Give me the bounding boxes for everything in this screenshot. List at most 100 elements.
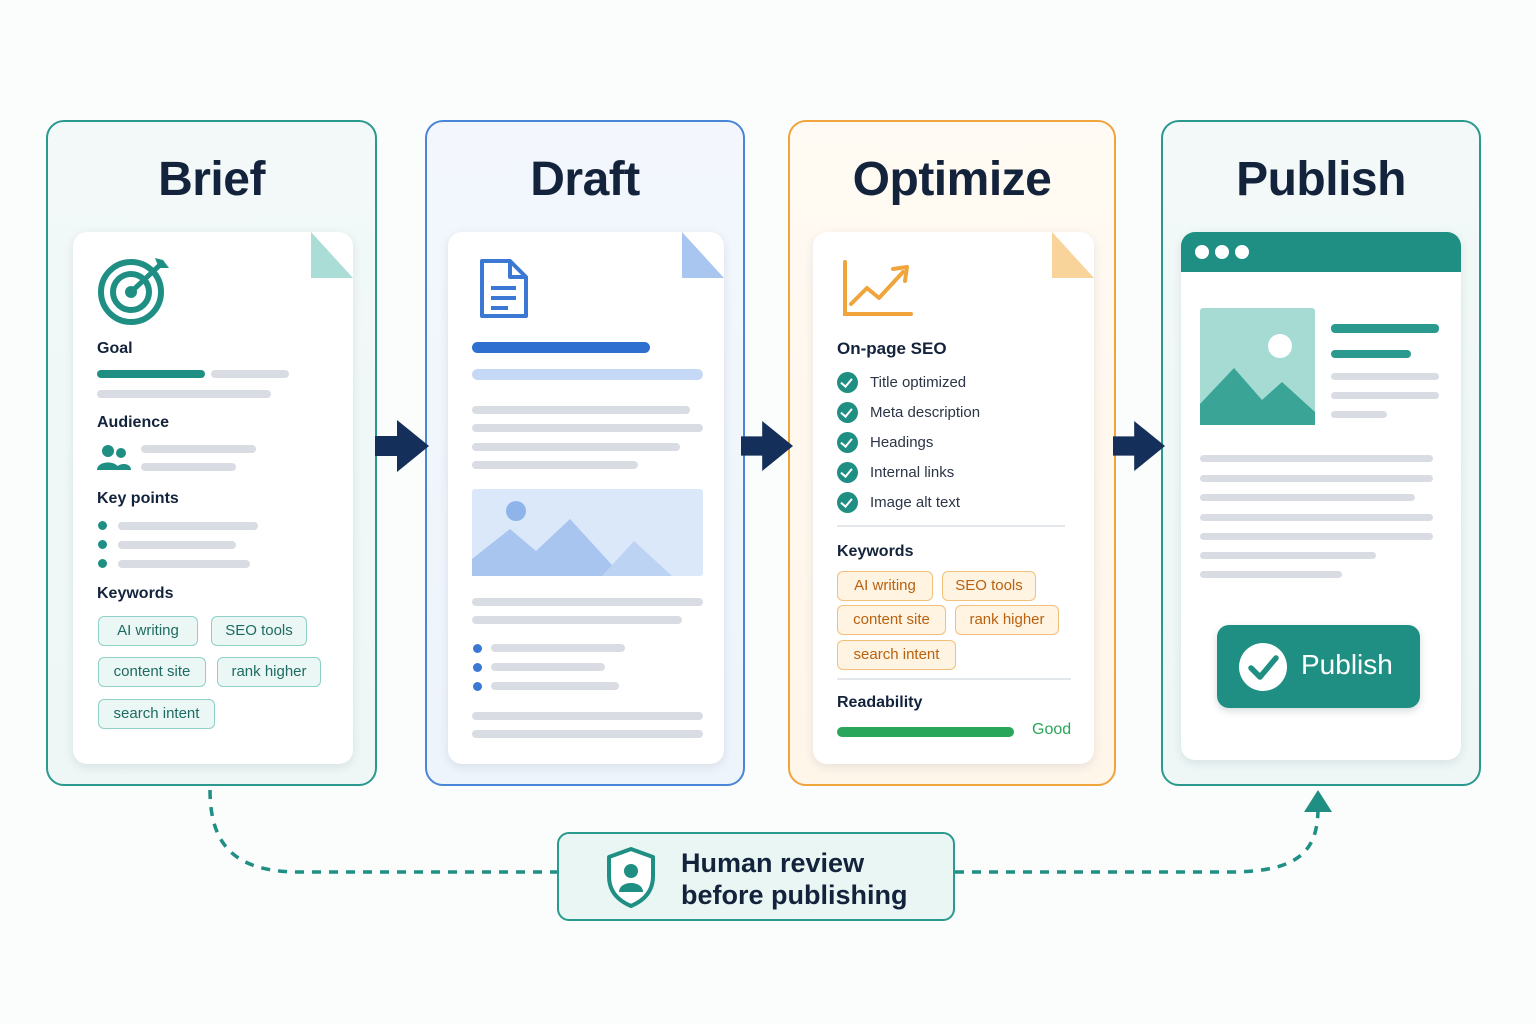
placeholder-line (472, 730, 703, 738)
placeholder-line (97, 390, 271, 398)
checklist-item: Internal links (837, 461, 954, 483)
placeholder-line (1331, 392, 1439, 399)
readability-value: Good (1032, 721, 1072, 738)
keyword-chip: content site (98, 657, 206, 687)
image-icon (472, 489, 703, 576)
placeholder-line (1331, 373, 1439, 380)
optimize-stage: Optimize On-page SEO Title optimized Met… (788, 120, 1116, 786)
placeholder-line (1200, 494, 1415, 501)
placeholder-line (211, 370, 289, 378)
checklist-item: Image alt text (837, 491, 960, 513)
goal-label: Goal (97, 340, 133, 357)
placeholder-line (118, 560, 250, 568)
checklist-text: Image alt text (870, 493, 961, 511)
placeholder-line (1200, 571, 1342, 578)
heading-bar (1331, 324, 1439, 333)
bullet (473, 663, 482, 672)
keyword-chip: search intent (837, 640, 956, 670)
publish-button[interactable]: Publish (1217, 625, 1420, 708)
placeholder-line (472, 406, 690, 414)
browser-window: Publish (1181, 232, 1461, 760)
placeholder-line (141, 445, 256, 453)
placeholder-line (472, 616, 682, 624)
placeholder-line (491, 682, 619, 690)
window-dot (1235, 245, 1249, 259)
checklist-item: Meta description (837, 401, 980, 423)
window-dot (1215, 245, 1229, 259)
check-icon (837, 461, 858, 483)
goal-progress (97, 370, 205, 378)
check-icon (837, 371, 858, 393)
checklist-text: Internal links (870, 463, 955, 481)
bullet (98, 540, 107, 549)
brief-document: Goal Audience Key points Keywords AI wri… (73, 232, 353, 764)
checklist-text: Title optimized (870, 373, 967, 391)
readability-track (837, 727, 1014, 737)
subheading-bar (472, 369, 703, 380)
users-icon (97, 445, 131, 470)
checklist-item: Title optimized (837, 371, 966, 393)
placeholder-line (472, 443, 680, 451)
keyword-chip: SEO tools (211, 616, 307, 646)
page-fold (1052, 232, 1094, 278)
keywords-label: Keywords (837, 543, 914, 560)
page-fold (682, 232, 724, 278)
publish-stage: Publish Publish (1161, 120, 1481, 786)
bullet (473, 644, 482, 653)
checklist-text: Meta description (870, 403, 981, 421)
audience-label: Audience (97, 414, 170, 431)
placeholder-line (472, 598, 703, 606)
keyword-chip: rank higher (217, 657, 321, 687)
placeholder-line (1200, 455, 1433, 462)
shield-user-icon (607, 847, 655, 908)
placeholder-line (491, 644, 625, 652)
bullet (473, 682, 482, 691)
draft-title: Draft (530, 153, 640, 206)
placeholder-line (141, 463, 236, 471)
placeholder-line (1200, 533, 1433, 540)
seo-label: On-page SEO (837, 339, 947, 358)
draft-document (448, 232, 724, 764)
divider (837, 678, 1071, 680)
placeholder-line (118, 522, 258, 530)
keyword-chip: content site (837, 605, 946, 635)
checklist-text: Headings (870, 433, 934, 451)
publish-title: Publish (1236, 153, 1406, 206)
browser-titlebar (1181, 232, 1461, 272)
keyword-chip: AI writing (837, 571, 933, 601)
human-review-box: Human review before publishing (557, 832, 955, 921)
check-icon (837, 431, 858, 453)
optimize-title: Optimize (852, 153, 1052, 206)
arrow-right-icon (1113, 420, 1165, 472)
keyword-chip: search intent (98, 699, 215, 729)
placeholder-line (1200, 514, 1433, 521)
check-icon (837, 491, 858, 513)
check-icon (837, 401, 858, 423)
publish-button-label: Publish (1301, 649, 1393, 680)
brief-stage: Brief Goal Audience Key points Keyw (46, 120, 377, 786)
image-icon (1200, 308, 1315, 425)
arrow-right-icon (375, 420, 429, 472)
target-icon (98, 258, 169, 325)
placeholder-line (472, 424, 703, 432)
placeholder-line (1200, 475, 1433, 482)
review-text-line1: Human review (681, 848, 865, 878)
trend-chart-icon (843, 260, 913, 316)
bullet (98, 559, 107, 568)
keyword-chip: AI writing (98, 616, 198, 646)
placeholder-line (1200, 552, 1376, 559)
placeholder-line (472, 461, 638, 469)
keyword-chip: SEO tools (942, 571, 1036, 601)
review-text-line2: before publishing (681, 880, 908, 910)
placeholder-line (472, 712, 703, 720)
keyword-chip: rank higher (955, 605, 1059, 635)
arrow-up-icon (1304, 790, 1332, 812)
document-icon (480, 259, 528, 318)
bullet (98, 521, 107, 530)
placeholder-line (1331, 411, 1387, 418)
page-fold (311, 232, 353, 278)
keywords-label: Keywords (97, 585, 174, 602)
window-dot (1195, 245, 1209, 259)
checklist-item: Headings (837, 431, 933, 453)
brief-title: Brief (158, 153, 265, 206)
